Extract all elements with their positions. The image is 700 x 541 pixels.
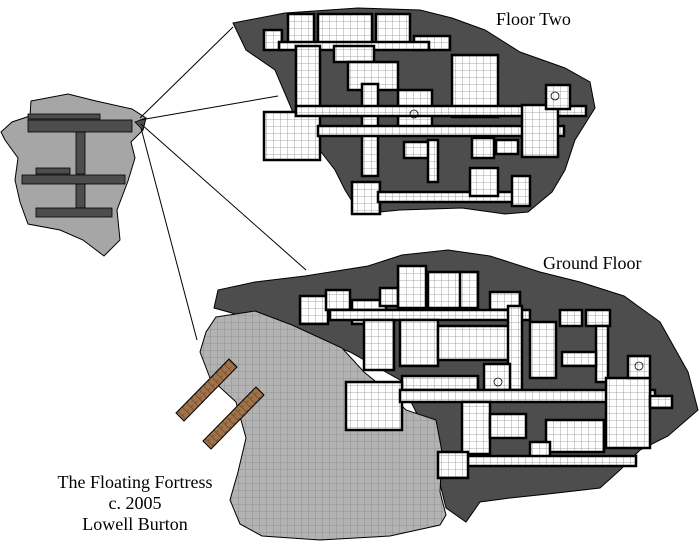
- ground-level-courtyard: [199, 310, 447, 541]
- map-title: The Floating Fortress: [57, 472, 213, 492]
- ground-floor-map: [175, 249, 699, 541]
- map-credit: The Floating Fortress c. 2005 Lowell Bur…: [40, 472, 230, 535]
- callout-lines: [139, 26, 307, 341]
- floor-two-label: Floor Two: [496, 9, 571, 29]
- bridge-upper: [175, 358, 238, 422]
- map-date: c. 2005: [108, 493, 162, 513]
- ground-floor-rooms: [298, 264, 674, 480]
- ground-floor-stairs: [493, 361, 644, 387]
- island-structures: [21, 113, 133, 218]
- island-overview: [0, 93, 147, 257]
- bridge-lower: [202, 386, 265, 450]
- bridges: [175, 358, 265, 450]
- floor-two-stairs: [409, 91, 560, 119]
- floor-two-rooms: [262, 12, 588, 216]
- ground-floor-label: Ground Floor: [543, 253, 642, 273]
- map-author: Lowell Burton: [82, 514, 188, 534]
- floor-two-map: [232, 7, 596, 216]
